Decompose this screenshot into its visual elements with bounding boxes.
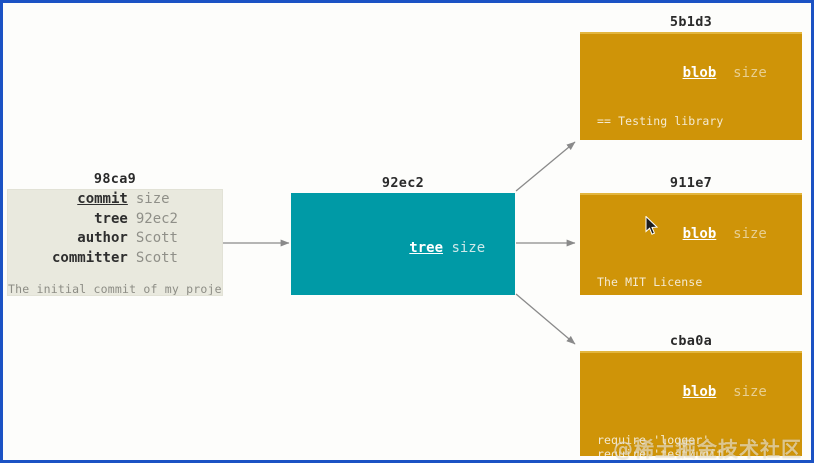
tree-row-key: tree — [409, 239, 444, 256]
commit-row: tree 92ec2 — [52, 210, 178, 230]
tree-row-value: size — [451, 239, 486, 256]
blob-line: require 'test/unit' — [597, 447, 731, 456]
tree-entries: tree size blob 5b1d3 README blob 911e7 L… — [291, 219, 515, 295]
blob-head-value: size — [733, 226, 767, 242]
commit-row-key: author — [77, 230, 128, 246]
blob-line: The MIT License — [597, 275, 703, 289]
commit-node: commit size tree 92ec2 author Scott comm… — [7, 189, 223, 296]
tree-caption: 92ec2 — [381, 175, 425, 191]
arrow-tree-to-blob-cba0a — [515, 293, 576, 345]
blob-node-911e7: blob size The MIT License Copyright (c) … — [580, 193, 802, 295]
commit-row: commit size — [52, 190, 178, 210]
blob-header: blob size — [580, 207, 802, 261]
blob-line-spacer — [597, 289, 792, 295]
tree-node: tree size blob 5b1d3 README blob 911e7 L… — [291, 193, 515, 295]
blob-line: require 'logger' — [597, 433, 710, 447]
blob-head-value: size — [733, 65, 767, 81]
diagram-canvas: 98ca9 commit size tree 92ec2 author Scot… — [3, 3, 811, 460]
blob-header: blob size — [580, 46, 802, 100]
commit-row-key: committer — [51, 249, 128, 266]
commit-row-key: tree — [94, 210, 128, 227]
blob-line: == Testing library — [597, 114, 724, 128]
blob-node-cba0a: blob size require 'logger' require 'test… — [580, 351, 802, 456]
blob-line-spacer — [597, 128, 792, 138]
commit-row-value: 92ec2 — [135, 210, 178, 227]
blob-content: The MIT License Copyright (c) 2008 Scott… — [580, 275, 802, 295]
commit-row-value: Scott — [135, 230, 178, 246]
blob-caption-cba0a: cba0a — [669, 333, 713, 349]
watermark: @稀土掘金技术社区 — [613, 437, 802, 461]
commit-fields: commit size tree 92ec2 author Scott comm… — [52, 190, 178, 268]
blob-head-key: blob — [682, 65, 717, 81]
commit-row-value: size — [135, 191, 170, 207]
blob-header: blob size — [580, 365, 802, 419]
blob-caption-911e7: 911e7 — [669, 175, 713, 191]
blob-head-value: size — [733, 384, 767, 400]
blob-caption-5b1d3: 5b1d3 — [669, 14, 713, 30]
blob-content: == Testing library This library is used … — [580, 114, 802, 140]
commit-caption: 98ca9 — [93, 171, 137, 187]
blob-content: require 'logger' require 'test/unit' cla… — [580, 433, 802, 456]
arrow-tree-to-blob-5b1d3 — [515, 141, 576, 192]
blob-head-key: blob — [682, 384, 717, 400]
blob-line: This library is used to test — [597, 138, 794, 140]
commit-row: author Scott — [52, 229, 178, 249]
commit-message: The initial commit of my project — [8, 282, 223, 296]
tree-row: tree size — [325, 219, 515, 278]
commit-row-value: Scott — [135, 249, 178, 266]
commit-row: committer Scott — [52, 249, 178, 269]
blob-head-key: blob — [682, 226, 717, 242]
tree-row: blob 5b1d3 README — [325, 278, 515, 296]
commit-row-key: commit — [77, 191, 128, 207]
blob-node-5b1d3: blob size == Testing library This librar… — [580, 32, 802, 140]
mouse-cursor-icon — [645, 216, 659, 235]
